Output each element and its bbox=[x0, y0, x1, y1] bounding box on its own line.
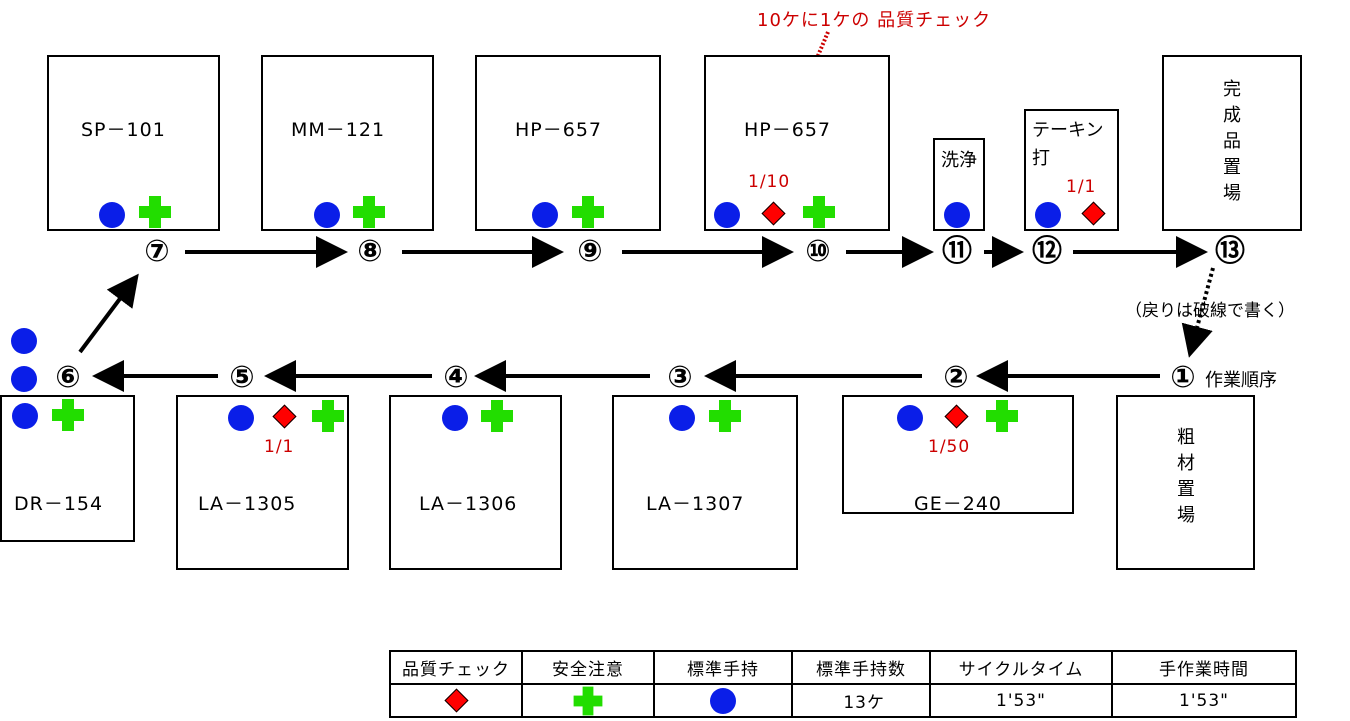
green-cross-icon bbox=[572, 196, 604, 228]
blue-circle-icon bbox=[714, 202, 740, 228]
green-cross-icon bbox=[139, 196, 171, 228]
station-box-7: SP－101 bbox=[47, 55, 220, 231]
quality-ratio: 1/50 bbox=[928, 437, 971, 457]
step-9: ⑨ bbox=[577, 234, 603, 269]
blue-circle-icon bbox=[532, 202, 558, 228]
blue-circle-icon bbox=[669, 405, 695, 431]
red-diamond-icon bbox=[272, 404, 297, 429]
legend-cell-quality bbox=[389, 683, 523, 718]
blue-circle-icon bbox=[944, 202, 970, 228]
blue-circle-icon bbox=[314, 202, 340, 228]
green-cross-icon bbox=[312, 400, 344, 432]
station-name: LA－1306 bbox=[419, 493, 518, 515]
station-name: HP－657 bbox=[515, 119, 603, 141]
step-2: ② bbox=[943, 360, 969, 395]
blue-circle-icon bbox=[11, 366, 37, 392]
station-box-2: GE－240 1/50 bbox=[842, 395, 1074, 515]
green-cross-icon bbox=[803, 196, 835, 228]
station-box-6: DR－154 bbox=[0, 395, 135, 542]
legend-cycle-time: 1'53" bbox=[929, 683, 1113, 718]
station-name: DR－154 bbox=[14, 493, 104, 515]
legend-header: 標準手持数 bbox=[791, 650, 931, 685]
station-name: 洗浄 bbox=[941, 150, 977, 171]
station-name: 完成品置場 bbox=[1223, 79, 1241, 204]
quality-check-note: 10ケに1ケの 品質チェック bbox=[757, 10, 992, 31]
legend-header: サイクルタイム bbox=[929, 650, 1113, 685]
legend-std-stock-count: 13ケ bbox=[791, 683, 931, 718]
step-10: ⑩ bbox=[805, 234, 831, 269]
quality-ratio: 1/10 bbox=[748, 172, 791, 192]
station-name: HP－657 bbox=[744, 119, 832, 141]
legend-value-row: 13ケ 1'53" 1'53" bbox=[389, 683, 1297, 718]
blue-circle-icon bbox=[442, 405, 468, 431]
station-name: MM－121 bbox=[291, 119, 386, 141]
step-7: ⑦ bbox=[144, 234, 170, 269]
legend-cell-safety bbox=[521, 683, 655, 718]
step-5: ⑤ bbox=[229, 360, 255, 395]
red-diamond-icon bbox=[761, 201, 786, 226]
blue-circle-icon bbox=[99, 202, 125, 228]
legend-table: 品質チェック 安全注意 標準手持 標準手持数 サイクルタイム 手作業時間 13ケ… bbox=[389, 650, 1297, 718]
station-box-11: 洗浄 bbox=[933, 138, 985, 231]
step-4: ④ bbox=[443, 360, 469, 395]
legend-header: 標準手持 bbox=[653, 650, 793, 685]
legend-manual-time: 1'53" bbox=[1111, 683, 1297, 718]
green-cross-icon bbox=[481, 400, 513, 432]
legend-header: 安全注意 bbox=[521, 650, 655, 685]
step-6: ⑥ bbox=[55, 360, 81, 395]
station-box-5: LA－1305 1/1 bbox=[176, 395, 349, 570]
station-box-10: HP－657 1/10 bbox=[704, 55, 890, 231]
station-box-3: LA－1307 bbox=[612, 395, 798, 570]
station-name: 粗材置場 bbox=[1177, 427, 1195, 526]
station-name: SP－101 bbox=[81, 119, 166, 141]
quality-ratio: 1/1 bbox=[1066, 177, 1097, 197]
legend-header: 手作業時間 bbox=[1111, 650, 1297, 685]
station-name: LA－1305 bbox=[198, 493, 297, 515]
step-11: ⑪ bbox=[942, 234, 972, 269]
arrow-6-7 bbox=[78, 273, 139, 354]
station-box-8: MM－121 bbox=[261, 55, 434, 231]
red-diamond-icon bbox=[1081, 201, 1106, 226]
green-cross-icon bbox=[709, 400, 741, 432]
blue-circle-icon bbox=[228, 405, 254, 431]
station-box-9: HP－657 bbox=[475, 55, 661, 231]
station-name: GE－240 bbox=[914, 493, 1002, 515]
red-diamond-icon bbox=[444, 688, 469, 713]
blue-circle-icon bbox=[1035, 202, 1061, 228]
green-cross-icon bbox=[986, 400, 1018, 432]
blue-circle-icon bbox=[897, 405, 923, 431]
station-box-4: LA－1306 bbox=[389, 395, 562, 570]
green-cross-icon bbox=[52, 399, 84, 431]
green-cross-icon bbox=[353, 196, 385, 228]
legend-header: 品質チェック bbox=[389, 650, 523, 685]
station-name: テーキン打 bbox=[1032, 120, 1104, 169]
legend-cell-stock bbox=[653, 683, 793, 718]
red-diamond-icon bbox=[944, 404, 969, 429]
return-dashed-note: （戻りは破線で書く） bbox=[1125, 301, 1295, 321]
station-box-12: テーキン打 1/1 bbox=[1024, 109, 1119, 231]
blue-circle-icon bbox=[11, 328, 37, 354]
legend-header-row: 品質チェック 安全注意 標準手持 標準手持数 サイクルタイム 手作業時間 bbox=[389, 650, 1297, 685]
step-3: ③ bbox=[667, 360, 693, 395]
step-8: ⑧ bbox=[357, 234, 383, 269]
step-1: ① bbox=[1170, 360, 1196, 395]
station-box-13: 完成品置場 bbox=[1162, 55, 1302, 231]
quality-ratio: 1/1 bbox=[264, 437, 295, 457]
arrow-return-dashed bbox=[1181, 267, 1215, 358]
station-name: LA－1307 bbox=[646, 493, 745, 515]
work-order-label: 作業順序 bbox=[1205, 370, 1277, 391]
green-cross-icon bbox=[573, 686, 603, 716]
station-box-1: 粗材置場 bbox=[1116, 395, 1255, 570]
step-12: ⑫ bbox=[1032, 234, 1062, 269]
blue-circle-icon bbox=[12, 403, 38, 429]
step-13: ⑬ bbox=[1215, 234, 1245, 269]
blue-circle-icon bbox=[710, 688, 736, 714]
